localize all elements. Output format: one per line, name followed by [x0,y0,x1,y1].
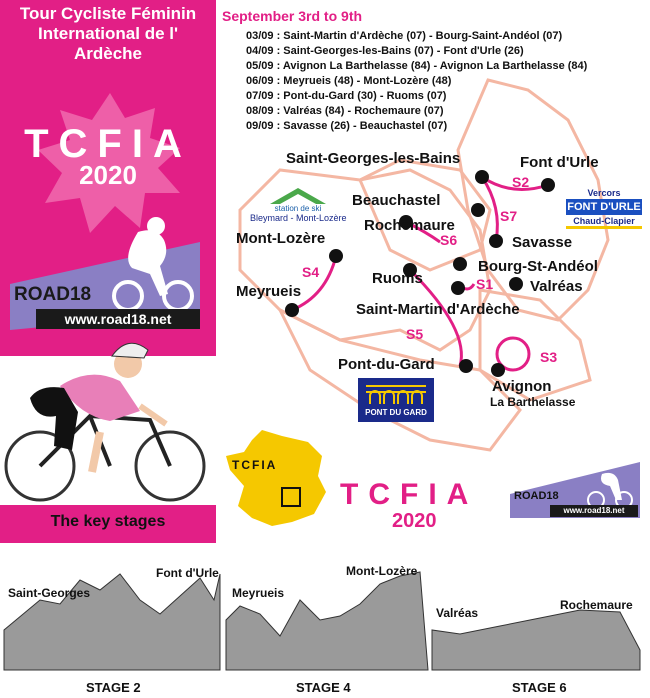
city-marker [509,277,523,291]
key-stages-banner [0,505,216,543]
city-marker [471,203,485,217]
profile-stage-label: STAGE 6 [512,680,567,695]
route-s3 [495,336,531,372]
region-map [238,78,610,452]
brand-small-name: ROAD18 [514,490,559,502]
cyclist-illustration [4,342,206,502]
city-marker [403,263,417,277]
title-line-1: Tour Cycliste Féminin [19,4,197,23]
city-barthelasse: La Barthelasse [490,395,576,409]
city-marker [489,234,503,248]
schedule-row: 06/09 : Meyrueis (48) - Mont-Lozère (48) [246,75,452,87]
profile-stage-label: STAGE 2 [86,680,141,695]
acronym-mid: TCFIA [340,478,479,511]
schedule-row: 04/09 : Saint-Georges-les-Bains (07) - F… [246,45,524,57]
pont-du-gard-text: PONT DU GARD [365,408,427,417]
pont-du-gard-logo: PONT DU GARD [358,378,434,422]
stage-label-s2: S2 [512,174,530,190]
ardeche-shape-icon [38,93,180,233]
stage-label-s6: S6 [440,232,458,248]
city-saint-georges: Saint-Georges-les-Bains [286,150,461,167]
city-meyrueis: Meyrueis [236,283,302,300]
city-mont-lozere: Mont-Lozère [236,230,326,247]
city-saint-martin: Saint-Martin d'Ardèche [356,301,520,318]
city-ruoms: Ruoms [372,270,423,287]
profile-label: Rochemaure [560,598,633,612]
profile-stage-4 [225,571,429,671]
vercors-logo: Vercors FONT D'URLE Chaud-Clapier [566,188,642,229]
stage-label-s5: S5 [406,326,424,342]
brand-name: ROAD18 [14,284,92,305]
schedule-row: 08/09 : Valréas (84) - Rochemaure (07) [246,105,444,117]
schedule-title: September 3rd to 9th [222,8,363,24]
schedule-row: 05/09 : Avignon La Barthelasse (84) - Av… [246,60,588,72]
city-font-durle: Font d'Urle [520,154,599,171]
france-label: TCFIA [232,458,278,472]
ski-station-logo: station de ski Bleymard - Mont-Lozère [250,186,347,226]
vercors-main-text: FONT D'URLE [566,199,642,215]
schedule-row: 07/09 : Pont-du-Gard (30) - Ruoms (07) [246,90,447,102]
profile-label: Font d'Urle [156,566,219,580]
acronym-title: TCFIA [24,122,192,166]
city-marker [491,363,505,377]
region-marker [281,487,301,507]
brand-small-url-link[interactable]: www.road18.net [550,505,638,517]
year-title: 2020 [79,160,137,190]
profile-stage-6 [431,609,641,671]
city-valreas: Valréas [530,278,583,295]
cyclist-icon [510,462,640,518]
schedule-row: 03/09 : Saint-Martin d'Ardèche (07) - Bo… [246,30,563,42]
city-beauchastel: Beauchastel [352,192,441,209]
city-marker [453,257,467,271]
stage-label-s7: S7 [500,208,518,224]
city-avignon: Avignon [492,378,552,395]
city-marker [329,249,343,263]
stage-profiles [3,571,641,671]
year-mid: 2020 [392,510,437,532]
schedule-row: 09/09 : Savasse (26) - Beauchastel (07) [246,120,448,132]
vercors-bottom-text: Chaud-Clapier [566,216,642,229]
road18-small-logo: ROAD18 www.road18.net [510,456,640,518]
mountain-icon [270,188,326,204]
france-map [226,430,326,526]
aqueduct-icon [366,385,426,404]
city-marker [541,178,555,192]
key-stages-label: The key stages [50,513,166,530]
profile-label: Meyrueis [232,586,285,600]
title-line-2: International de l' [37,24,179,43]
city-rochemaure: Rochemaure [364,217,455,234]
ski-bottom-text: Bleymard - Mont-Lozère [250,213,347,223]
city-bourg: Bourg-St-Andéol [478,258,598,275]
city-savasse: Savasse [512,234,573,251]
profile-stage-label: STAGE 4 [296,680,351,695]
city-pont-du-gard: Pont-du-Gard [338,356,435,373]
city-marker [475,170,489,184]
title-line-3: Ardèche [73,44,143,63]
profile-stage-2 [3,573,221,671]
profile-label: Saint-Georges [8,586,91,600]
city-marker [459,359,473,373]
stage-label-s3: S3 [540,349,558,365]
city-marker [399,215,413,229]
profile-label: Mont-Lozère [346,564,418,578]
stage-label-s1: S1 [476,276,494,292]
vercors-top-text: Vercors [587,188,621,198]
ski-top-text: station de ski [274,204,322,213]
panel-title: Tour Cycliste Féminin International de l… [0,4,216,64]
brand-url-link[interactable]: www.road18.net [36,309,200,329]
stage-label-s4: S4 [302,264,320,280]
route-s5 [408,268,463,367]
profile-label: Valréas [436,606,479,620]
city-marker [285,303,299,317]
city-marker [451,281,465,295]
